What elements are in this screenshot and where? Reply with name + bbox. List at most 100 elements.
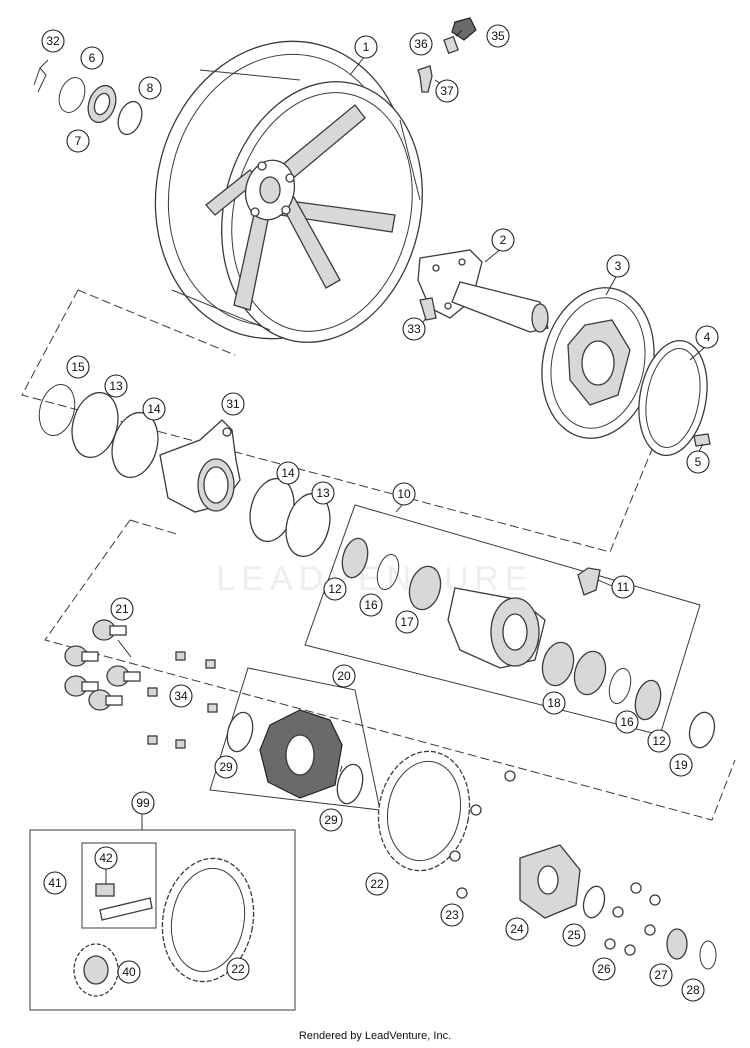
svg-text:5: 5 bbox=[695, 455, 702, 469]
screw-33 bbox=[419, 297, 437, 321]
svg-text:35: 35 bbox=[491, 29, 505, 43]
svg-text:6: 6 bbox=[89, 51, 96, 65]
callout-99[interactable]: 99 bbox=[131, 791, 155, 815]
svg-text:29: 29 bbox=[324, 813, 338, 827]
callout-12-right[interactable]: 12 bbox=[647, 729, 671, 753]
callout-19[interactable]: 19 bbox=[669, 753, 693, 777]
svg-text:4: 4 bbox=[704, 330, 711, 344]
svg-text:37: 37 bbox=[440, 84, 454, 98]
svg-text:17: 17 bbox=[400, 615, 414, 629]
callout-29-left[interactable]: 29 bbox=[214, 755, 238, 779]
svg-text:11: 11 bbox=[617, 580, 630, 594]
callout-15[interactable]: 15 bbox=[66, 355, 90, 379]
frame-99 bbox=[29, 829, 296, 1011]
callout-6[interactable]: 6 bbox=[80, 46, 104, 70]
callout-8[interactable]: 8 bbox=[138, 76, 162, 100]
chain-41 bbox=[95, 883, 153, 921]
callout-26[interactable]: 26 bbox=[592, 957, 616, 981]
callout-18[interactable]: 18 bbox=[542, 691, 566, 715]
assembly-outline-lower bbox=[44, 519, 736, 821]
svg-text:28: 28 bbox=[686, 983, 700, 997]
sprocket-22-mid bbox=[377, 750, 471, 872]
dampers-21 bbox=[64, 619, 141, 711]
callout-11[interactable]: 11 bbox=[611, 575, 635, 599]
callout-1[interactable]: 1 bbox=[354, 35, 378, 59]
seal-29-left bbox=[226, 711, 254, 753]
svg-text:2: 2 bbox=[500, 233, 507, 247]
svg-text:18: 18 bbox=[547, 696, 561, 710]
hub-axle-2 bbox=[417, 249, 549, 333]
assembly-outline-upper bbox=[21, 289, 669, 553]
clip-32 bbox=[33, 59, 49, 93]
svg-text:41: 41 bbox=[48, 876, 62, 890]
callout-34[interactable]: 34 bbox=[169, 684, 193, 708]
seal-12-left bbox=[341, 537, 369, 579]
carrier-24 bbox=[519, 844, 581, 919]
nuts-26 bbox=[604, 882, 661, 956]
callout-22-kit[interactable]: 22 bbox=[226, 957, 250, 981]
callout-3[interactable]: 3 bbox=[606, 254, 630, 278]
callout-40[interactable]: 40 bbox=[117, 960, 141, 984]
callout-17[interactable]: 17 bbox=[395, 610, 419, 634]
circlip-15 bbox=[38, 384, 76, 436]
callout-10[interactable]: 10 bbox=[392, 482, 416, 506]
bearing-18b bbox=[573, 650, 607, 696]
callout-16-right[interactable]: 16 bbox=[615, 710, 639, 734]
callout-23[interactable]: 23 bbox=[440, 903, 464, 927]
callout-16-left[interactable]: 16 bbox=[359, 593, 383, 617]
callout-35[interactable]: 35 bbox=[486, 24, 510, 48]
svg-text:22: 22 bbox=[231, 962, 245, 976]
callout-2[interactable]: 2 bbox=[491, 228, 515, 252]
svg-text:42: 42 bbox=[99, 851, 113, 865]
callout-31[interactable]: 31 bbox=[221, 392, 245, 416]
svg-text:99: 99 bbox=[136, 796, 150, 810]
callout-21[interactable]: 21 bbox=[110, 597, 134, 621]
callout-13-lower[interactable]: 13 bbox=[311, 481, 335, 505]
callout-42[interactable]: 42 bbox=[94, 846, 118, 870]
bearing-7 bbox=[87, 84, 117, 124]
sprocket-40 bbox=[73, 943, 119, 997]
callout-24[interactable]: 24 bbox=[505, 917, 529, 941]
callout-32[interactable]: 32 bbox=[41, 29, 65, 53]
callout-29-right[interactable]: 29 bbox=[319, 808, 343, 832]
callout-27[interactable]: 27 bbox=[649, 963, 673, 987]
tone-ring-4 bbox=[638, 339, 708, 457]
credit-text: Rendered by LeadVenture, Inc. bbox=[298, 1030, 452, 1042]
svg-text:10: 10 bbox=[397, 487, 411, 501]
callout-12-left[interactable]: 12 bbox=[323, 577, 347, 601]
svg-text:40: 40 bbox=[122, 965, 136, 979]
svg-text:36: 36 bbox=[414, 37, 428, 51]
circlip-16-right bbox=[608, 667, 632, 705]
svg-text:27: 27 bbox=[654, 968, 668, 982]
callout-13-upper[interactable]: 13 bbox=[104, 374, 128, 398]
callout-14-lower[interactable]: 14 bbox=[276, 461, 300, 485]
svg-text:12: 12 bbox=[652, 734, 666, 748]
callout-22-mid[interactable]: 22 bbox=[365, 872, 389, 896]
callout-28[interactable]: 28 bbox=[681, 978, 705, 1002]
svg-text:26: 26 bbox=[597, 962, 611, 976]
callout-25[interactable]: 25 bbox=[562, 923, 586, 947]
callout-33[interactable]: 33 bbox=[402, 317, 426, 341]
wheel-rim bbox=[154, 40, 423, 343]
callout-20[interactable]: 20 bbox=[332, 664, 356, 688]
callout-41[interactable]: 41 bbox=[43, 871, 67, 895]
callout-36[interactable]: 36 bbox=[409, 32, 433, 56]
svg-text:13: 13 bbox=[109, 379, 123, 393]
svg-text:33: 33 bbox=[407, 322, 421, 336]
callout-14-upper[interactable]: 14 bbox=[142, 397, 166, 421]
svg-text:16: 16 bbox=[364, 598, 378, 612]
svg-text:7: 7 bbox=[75, 134, 82, 148]
screws-34 bbox=[147, 651, 218, 749]
callout-5[interactable]: 5 bbox=[686, 450, 710, 474]
callout-4[interactable]: 4 bbox=[695, 325, 719, 349]
bearing-27 bbox=[666, 928, 688, 960]
svg-text:31: 31 bbox=[226, 397, 240, 411]
callout-37[interactable]: 37 bbox=[435, 79, 459, 103]
callout-7[interactable]: 7 bbox=[66, 129, 90, 153]
svg-text:14: 14 bbox=[147, 402, 161, 416]
svg-text:16: 16 bbox=[620, 715, 634, 729]
watermark: LEADVENTURE bbox=[216, 560, 533, 598]
spacer-19 bbox=[688, 711, 716, 749]
svg-text:13: 13 bbox=[316, 486, 330, 500]
